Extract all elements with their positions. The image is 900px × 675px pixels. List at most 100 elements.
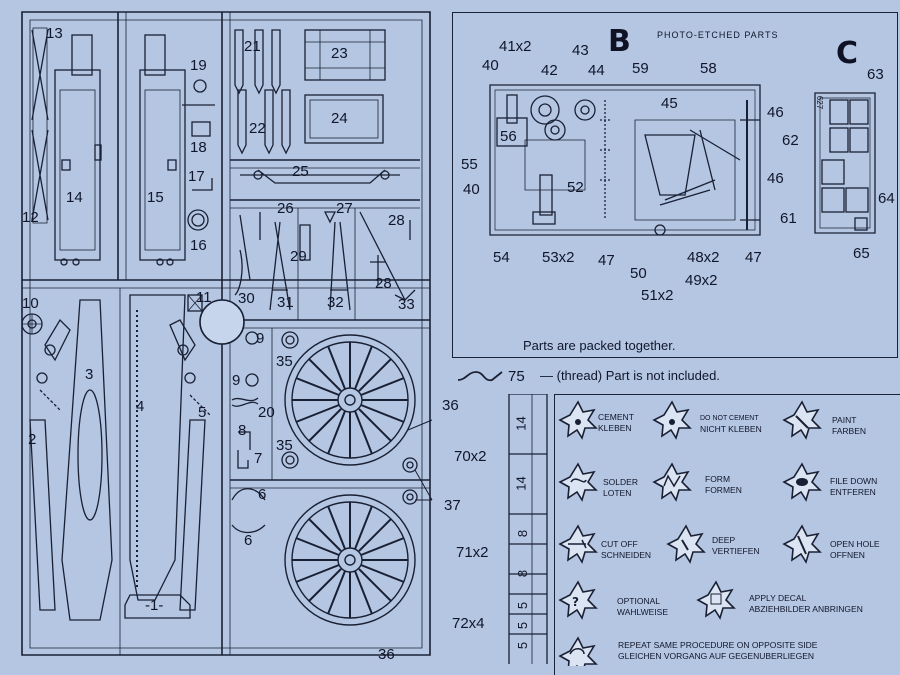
pe-label-58: 58: [700, 60, 717, 77]
part-label-6a: 6: [258, 486, 267, 503]
part-label-18: 18: [190, 139, 207, 156]
svg-text:?: ?: [572, 595, 579, 609]
part-label-17: 17: [188, 168, 205, 185]
thread-icon: [457, 371, 503, 382]
legend-repeat-en: REPEAT SAME PROCEDURE ON OPPOSITE SIDE: [618, 640, 818, 650]
length-scale: [508, 394, 548, 664]
part-label-8: 8: [238, 422, 247, 439]
part-label-16: 16: [190, 237, 207, 254]
legend-form-de: FORMEN: [705, 485, 742, 495]
part-label-30: 30: [238, 290, 255, 307]
legend-dnc-en: DO NOT CEMENT: [700, 415, 759, 422]
part-label-31: 31: [277, 294, 294, 311]
legend-file-en: FILE DOWN: [830, 476, 878, 486]
scale-value-8b: 8: [515, 569, 531, 578]
legend-icons: ?: [559, 401, 821, 666]
part-label-21: 21: [244, 38, 261, 55]
part-label-26: 26: [277, 200, 294, 217]
part-label-5: 5: [198, 404, 207, 421]
part-label-37: 37: [444, 497, 461, 514]
part-label-36b: 36: [378, 646, 395, 663]
part-label-10: 10: [22, 295, 39, 312]
pe-label-40a: 40: [482, 57, 499, 74]
legend-deep-de: VERTIEFEN: [712, 546, 760, 556]
legend-cut-en: CUT OFF: [601, 539, 638, 549]
scale-label-72: 72x4: [452, 615, 485, 632]
scale-value-5b: 5: [515, 621, 531, 630]
legend-cement-en: CEMENT: [598, 412, 634, 422]
part-label-15: 15: [147, 189, 164, 206]
part-label-9b: 9: [232, 372, 241, 389]
part-label-24: 24: [331, 110, 348, 127]
pe-label-47a: 47: [598, 252, 615, 269]
part-label-20: 20: [258, 404, 275, 421]
part-label-29: 29: [290, 248, 307, 265]
pe-label-50: 50: [630, 265, 647, 282]
part-label-12: 12: [22, 209, 39, 226]
part-label-6b: 6: [244, 532, 253, 549]
part-label-33: 33: [398, 296, 415, 313]
legend-solder-en: SOLDER: [603, 477, 638, 487]
legend-open-de: OFFNEN: [830, 550, 865, 560]
part-label-22: 22: [249, 120, 266, 137]
part-label-19: 19: [190, 57, 207, 74]
part-label-27: 27: [336, 200, 353, 217]
thread-note: — (thread) Part is not included.: [540, 368, 720, 383]
legend-decal-en: APPLY DECAL: [749, 593, 807, 603]
pe-label-48: 48x2: [687, 249, 720, 266]
part-label-32: 32: [327, 294, 344, 311]
part-label-23: 23: [331, 45, 348, 62]
pe-label-47b: 47: [745, 249, 762, 266]
legend-cement-de: KLEBEN: [598, 423, 632, 433]
fret-letter-b: B: [608, 24, 631, 59]
part-label-14: 14: [66, 189, 83, 206]
pe-label-63: 63: [867, 66, 884, 83]
legend-deep-en: DEEP: [712, 535, 736, 545]
photo-etched-fret-c: [814, 92, 876, 234]
pe-label-46a: 46: [767, 104, 784, 121]
pe-label-56: 56: [500, 128, 517, 145]
scale-value-14b: 14: [513, 476, 529, 491]
thread-number: 75: [508, 368, 525, 385]
part-label-35a: 35: [276, 353, 293, 370]
part-label-35b: 35: [276, 437, 293, 454]
fret-code: 627: [815, 95, 825, 110]
pe-label-62: 62: [782, 132, 799, 149]
part-label-7: 7: [254, 450, 263, 467]
legend-cut-de: SCHNEIDEN: [601, 550, 652, 560]
part-label-28b: 28: [375, 275, 392, 292]
part-label-9a: 9: [256, 330, 265, 347]
part-label-1: -1-: [145, 597, 164, 614]
scale-label-71: 71x2: [456, 544, 489, 561]
photo-etched-panel: [452, 12, 898, 358]
pe-label-64: 64: [878, 190, 895, 207]
scale-value-5c: 5: [515, 641, 531, 650]
pe-label-52: 52: [567, 179, 584, 196]
pe-label-40b: 40: [463, 181, 480, 198]
legend-paint-de: FARBEN: [832, 426, 867, 436]
part-label-3: 3: [85, 366, 94, 383]
pe-label-49: 49x2: [685, 272, 718, 289]
scale-value-8a: 8: [515, 529, 531, 538]
legend-file-de: ENTFEREN: [830, 487, 876, 497]
pe-label-45: 45: [661, 95, 678, 112]
pe-label-59: 59: [632, 60, 649, 77]
scale-label-70: 70x2: [454, 448, 487, 465]
part-label-13: 13: [46, 25, 63, 42]
legend-decal-de: ABZIEHBILDER ANBRINGEN: [749, 604, 863, 614]
packed-note: Parts are packed together.: [523, 338, 676, 353]
scale-value-5a: 5: [515, 601, 531, 610]
pe-label-41: 41x2: [499, 38, 532, 55]
part-label-28a: 28: [388, 212, 405, 229]
legend-form-en: FORM: [705, 474, 731, 484]
part-label-2: 2: [28, 431, 37, 448]
